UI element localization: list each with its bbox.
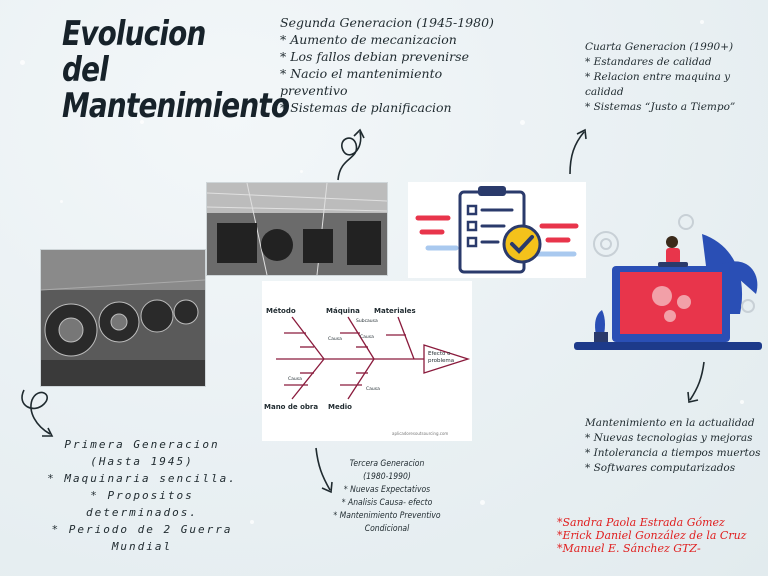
label-causa: Causa: [288, 377, 302, 382]
label-causa: Causa: [328, 337, 342, 342]
diagram-credit: aplicadoresoutsourcing.com: [392, 431, 449, 436]
arrow-down-icon: [687, 361, 705, 403]
label-medio: Medio: [328, 403, 352, 411]
second-generation-text: Segunda Generacion (1945-1980) * Aumento…: [280, 15, 494, 115]
fourth-generation-text: Cuarta Generacion (1990+) * Estandares d…: [585, 41, 736, 113]
checklist-icon: [408, 182, 586, 278]
factory-photo: [206, 182, 388, 276]
label-materiales: Materiales: [374, 307, 416, 315]
third-generation-text: Tercera Generacion (1980-1990) * Nuevas …: [333, 459, 441, 534]
engine-photo: [40, 249, 206, 387]
label-mano-de-obra: Mano de obra: [264, 403, 319, 411]
label-efecto: Efecto o problema: [428, 351, 455, 364]
authors-list: *Sandra Paola Estrada Gómez *Erick Danie…: [557, 516, 747, 555]
arrow-down-icon: [315, 447, 333, 494]
loop-arrow-icon: [21, 389, 54, 437]
label-metodo: Método: [266, 307, 296, 315]
fishbone-diagram: Método Máquina Materiales Mano de obra M…: [262, 281, 472, 441]
arrow-up-icon: [569, 128, 587, 175]
loop-arrow-icon: [337, 128, 365, 181]
label-causa: Causa: [360, 335, 374, 340]
first-generation-text: Primera Generacion (Hasta 1945) * Maquin…: [47, 438, 237, 553]
label-subcausa: Subcausa: [356, 319, 378, 324]
label-maquina: Máquina: [326, 307, 360, 315]
page-title: Evolucion del Mantenimiento: [62, 14, 290, 126]
label-causa: Causa: [366, 387, 380, 392]
current-maintenance-text: Mantenimiento en la actualidad * Nuevas …: [585, 417, 761, 474]
laptop-gears-icon: [572, 214, 762, 364]
